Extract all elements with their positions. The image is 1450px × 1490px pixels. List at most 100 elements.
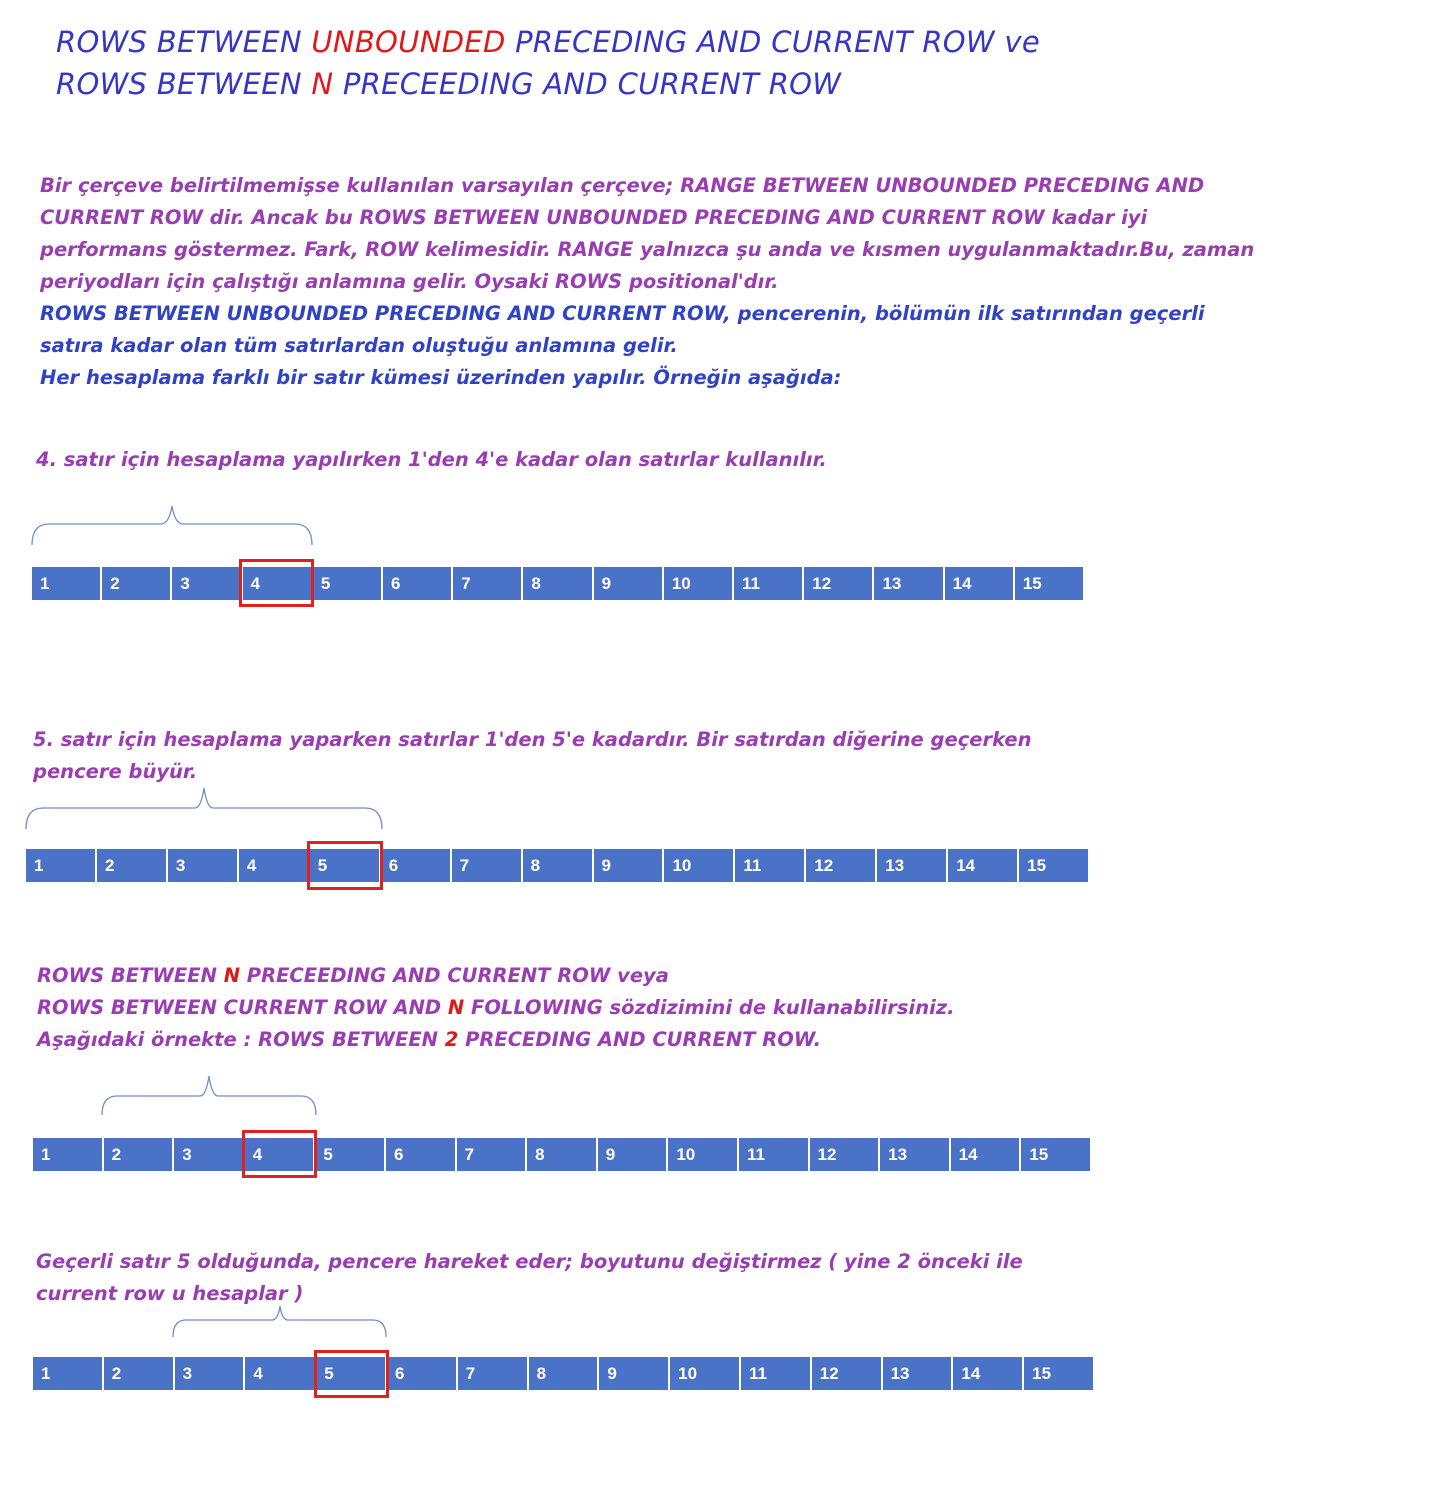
current-row-box-4 [314,1350,389,1398]
current-row-box-2 [307,841,383,890]
row-cell: 14 [946,849,1017,882]
window-brace-4 [172,1305,387,1338]
row-cell: 7 [451,567,521,600]
row-cell: 14 [948,1138,1020,1171]
row-cell: 14 [951,1357,1022,1390]
section-3-line-2-a: ROWS BETWEEN CURRENT ROW AND [37,996,448,1019]
row-cell: 15 [1022,1357,1093,1390]
title-line-2-a: ROWS BETWEEN [56,67,312,101]
title-line-1: ROWS BETWEEN UNBOUNDED PRECEDING AND CUR… [56,25,1040,59]
row-cell: 1 [34,855,44,875]
section-2-line-2: pencere büyür. [33,760,198,783]
row-cell: 7 [449,849,521,882]
row-cell: 5 [310,567,381,600]
row-cell: 13 [878,1138,949,1171]
row-cell: 10 [666,1138,737,1171]
row-cell: 3 [172,1357,244,1390]
row-cell: 11 [732,567,802,600]
window-brace-1 [31,505,313,546]
section-4-line-2: current row u hesaplar ) [36,1282,304,1305]
row-cell: 2 [101,1138,173,1171]
row-cell: 9 [595,1138,667,1171]
section-3-line-1-highlight: N [223,964,241,987]
row-cell: 13 [880,1357,952,1390]
title-line-1-c: PRECEDING AND CURRENT ROW ve [505,25,1040,59]
row-cell: 6 [378,849,450,882]
section-3-line-2-highlight: N [447,996,465,1019]
row-cell: 1 [41,1144,51,1164]
title-line-2-highlight: N [311,67,334,101]
row-cell: 10 [668,1357,739,1390]
row-cell: 7 [455,1357,527,1390]
row-cell: 15 [1017,849,1088,882]
intro-line-1: Bir çerçeve belirtilmemişse kullanılan v… [40,174,1205,197]
row-cell: 12 [807,1138,879,1171]
row-cell: 11 [733,849,804,882]
section-3-line-3-c: PRECEDING AND CURRENT ROW. [458,1028,822,1051]
row-cell: 15 [1012,567,1083,600]
row-cell: 9 [597,1357,668,1390]
row-cell: 6 [381,567,451,600]
section-3-line-3-highlight: 2 [444,1028,459,1051]
section-3-line-1-a: ROWS BETWEEN [37,964,224,987]
current-row-box-3 [242,1130,317,1178]
row-cell: 5 [313,1138,384,1171]
title-line-2-c: PRECEEDING AND CURRENT ROW [333,67,842,101]
section-3-line-3-a: Aşağıdaki örnekte : ROWS BETWEEN [37,1028,445,1051]
section-3-line-1-c: PRECEEDING AND CURRENT ROW veya [240,964,669,987]
row-cell: 7 [454,1138,526,1171]
row-cell: 13 [872,567,942,600]
row-cell: 6 [383,1138,455,1171]
row-cell: 12 [802,567,872,600]
row-cell: 11 [736,1138,808,1171]
section-3-line-2: ROWS BETWEEN CURRENT ROW AND N FOLLOWING… [37,992,955,1024]
row-cell: 4 [243,1357,314,1390]
row-cell: 1 [41,1363,51,1383]
row-cell: 10 [661,567,732,600]
section-2-line-1: 5. satır için hesaplama yaparken satırla… [33,728,1032,751]
row-cell: 15 [1019,1138,1090,1171]
section-3-line-2-c: FOLLOWING sözdizimini de kullanabilirsin… [464,996,955,1019]
row-cell: 13 [875,849,946,882]
row-cell: 9 [591,849,663,882]
row-cell: 9 [591,567,662,600]
title-line-1-a: ROWS BETWEEN [56,25,312,59]
row-cell: 4 [236,849,308,882]
row-cell: 6 [384,1357,456,1390]
title-line-1-highlight: UNBOUNDED [311,25,506,59]
section-4-line-1: Geçerli satır 5 olduğunda, pencere harek… [36,1250,1023,1273]
row-cell: 10 [662,849,733,882]
window-brace-2 [25,787,383,830]
row-cell: 12 [804,849,875,882]
section-3-line-3: Aşağıdaki örnekte : ROWS BETWEEN 2 PRECE… [37,1024,821,1056]
row-cell: 12 [809,1357,881,1390]
current-row-box-1 [239,559,314,607]
intro-line-4: periyodları için çalıştığı anlamına geli… [40,270,779,293]
intro-line-3: performans göstermez. Fark, ROW kelimesi… [40,238,1255,261]
row-cell: 11 [738,1357,810,1390]
intro-line-2: CURRENT ROW dir. Ancak bu ROWS BETWEEN U… [40,206,1148,229]
row-cell: 8 [525,1138,596,1171]
row-cell: 1 [40,573,50,593]
row-cell: 2 [101,1357,173,1390]
row-cell: 8 [526,1357,598,1390]
row-cell: 2 [100,567,170,600]
section-1-text: 4. satır için hesaplama yapılırken 1'den… [36,448,827,471]
section-3-line-1: ROWS BETWEEN N PRECEEDING AND CURRENT RO… [37,960,669,992]
row-cell: 3 [165,849,237,882]
intro-blue-line-1: ROWS BETWEEN UNBOUNDED PRECEDING AND CUR… [40,302,1205,325]
title-line-2: ROWS BETWEEN N PRECEEDING AND CURRENT RO… [56,67,841,101]
row-cell: 3 [172,1138,243,1171]
row-cell: 8 [520,849,592,882]
row-cell: 2 [94,849,166,882]
intro-blue-line-3: Her hesaplama farklı bir satır kümesi üz… [40,366,842,389]
row-cell: 14 [942,567,1013,600]
row-cell: 3 [170,567,240,600]
intro-blue-line-2: satıra kadar olan tüm satırlardan oluştu… [40,334,678,357]
window-brace-3 [101,1075,317,1116]
row-cell: 8 [521,567,591,600]
